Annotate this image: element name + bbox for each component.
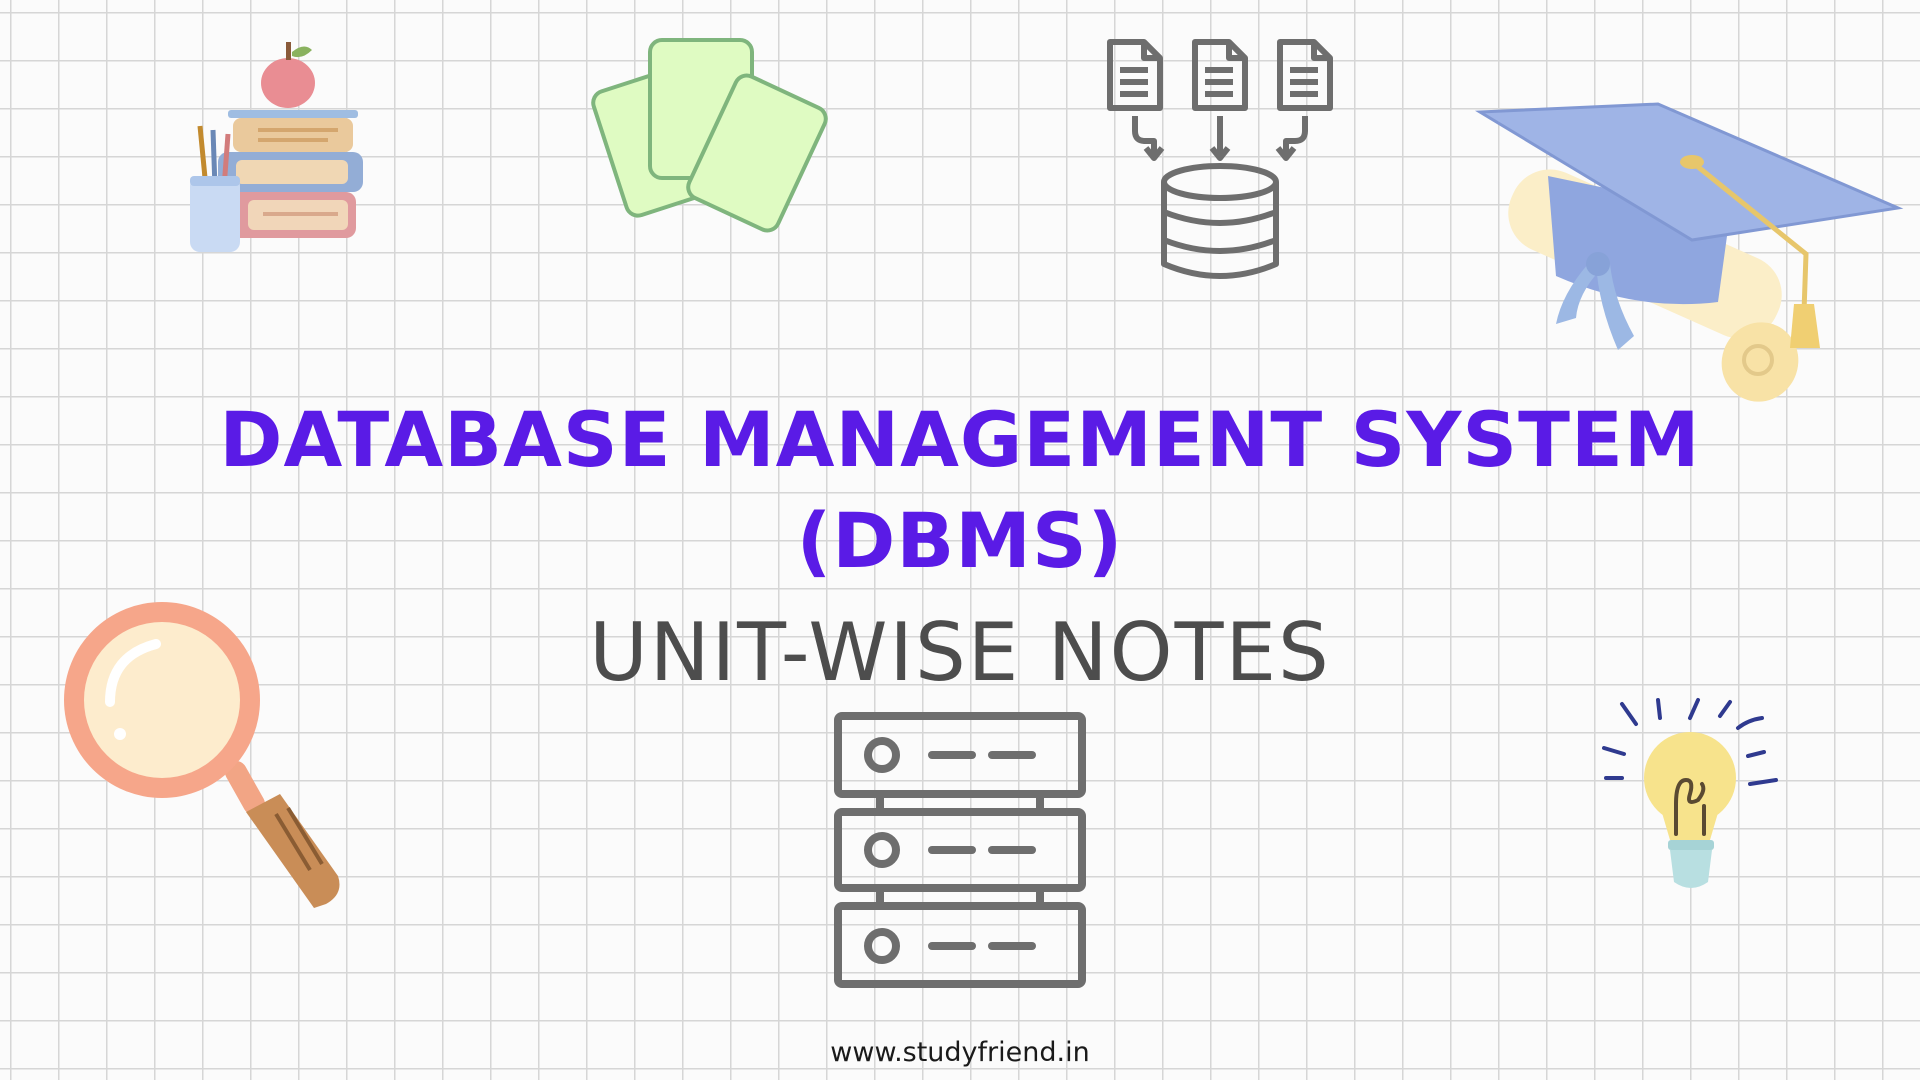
magnifying-glass-icon: [58, 594, 348, 914]
cards-icon: [590, 36, 835, 251]
documents-to-database-icon: [1102, 36, 1342, 296]
light-bulb-icon: [1598, 694, 1784, 906]
server-rack-icon: [832, 710, 1088, 990]
graduation-cap-diploma-icon: [1474, 102, 1904, 404]
page-subtitle: UNIT-WISE NOTES: [589, 606, 1331, 699]
page-title: DATABASE MANAGEMENT SYSTEM: [219, 395, 1701, 484]
page-title-abbreviation: (DBMS): [796, 496, 1124, 585]
website-url: www.studyfriend.in: [830, 1037, 1090, 1068]
books-apple-icon: [188, 38, 363, 258]
